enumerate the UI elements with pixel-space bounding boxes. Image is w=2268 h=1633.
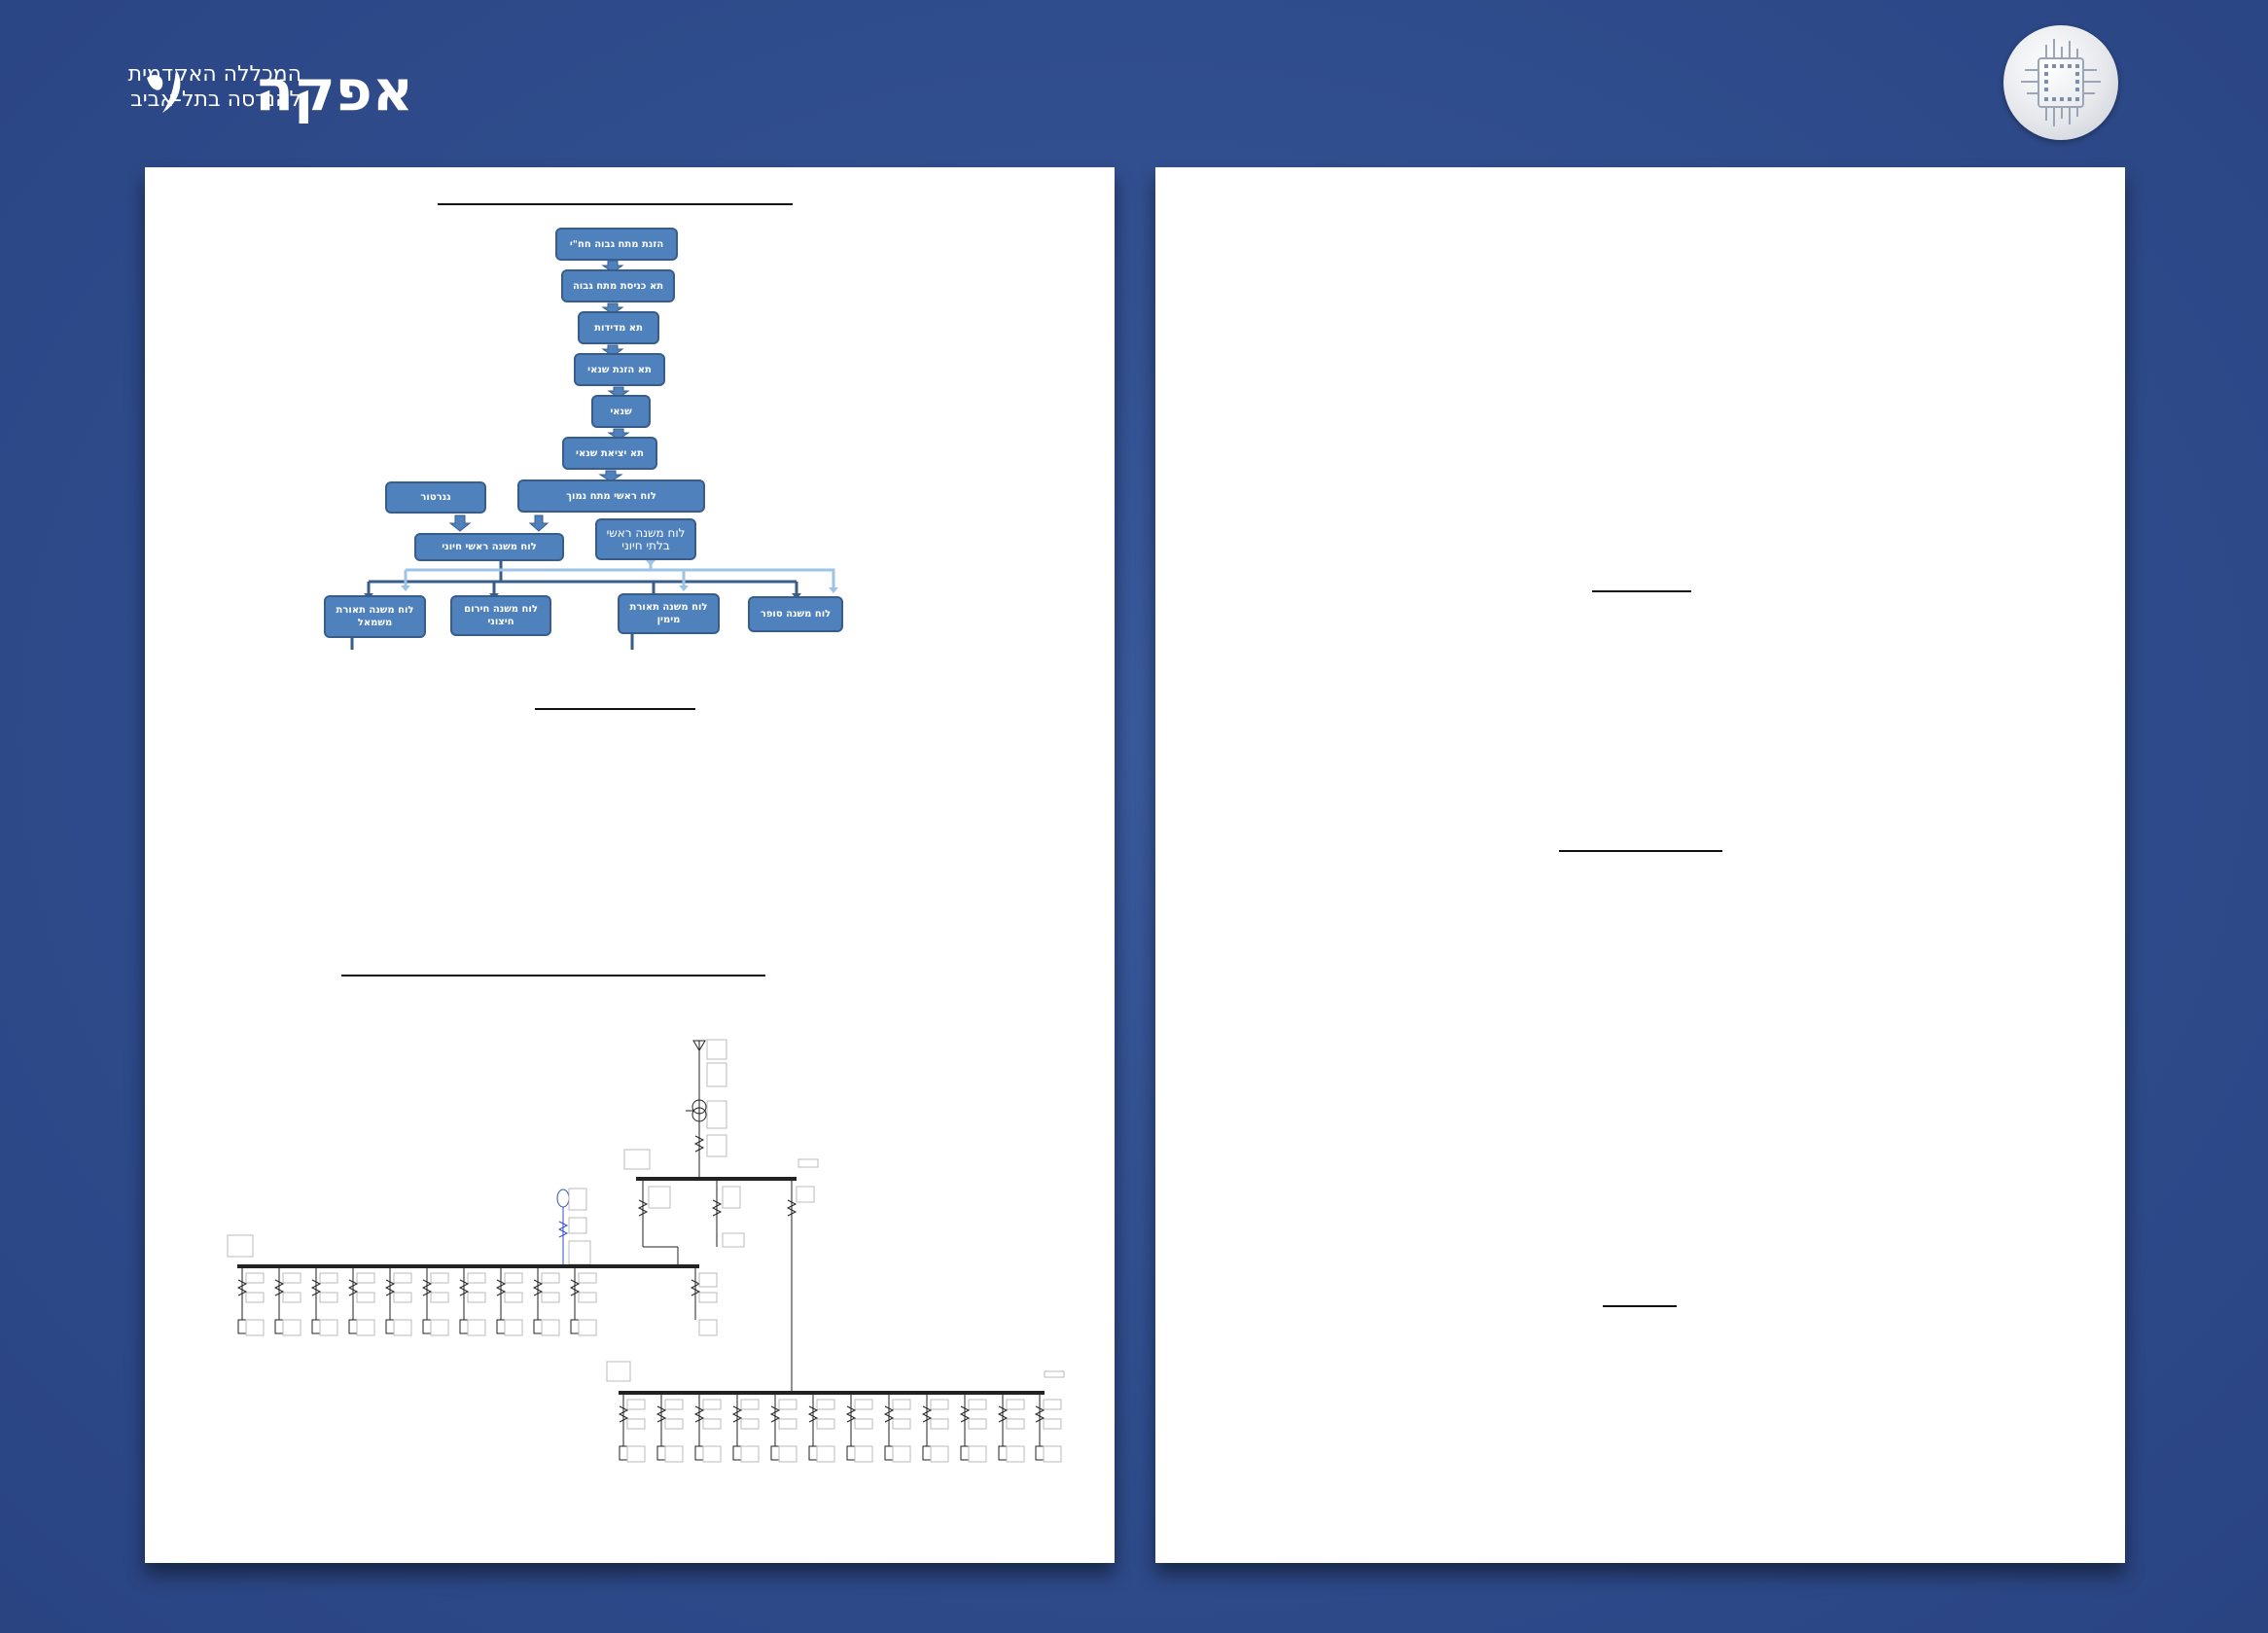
flow-node-hv-inlet: תא כניסת מתח גבוה [561,269,675,302]
flow-node-transformer-feed: תא הזנת שנאי [574,353,665,386]
heading-rule-2 [535,708,695,710]
afeka-leaf-icon [147,70,181,113]
document-page-right [1155,167,2125,1563]
heading-rule-5 [1559,850,1722,852]
flow-node-transformer-out: תא יציאת שנאי [562,437,657,470]
heading-rule-1 [438,203,793,205]
chip-badge [2003,25,2118,140]
afeka-logo: המכללה האקדמית להנדסה בתל-אביב אפקה [128,57,462,126]
flowchart-connectors [350,260,838,650]
flow-node-supermarket: לוח משנה סופר [748,596,843,632]
logo-wordmark: אפקה [255,57,413,124]
flow-node-transformer: שנאי [591,395,651,428]
flow-node-essential-main: לוח משנה ראשי חיוני [414,533,564,561]
flow-node-nonessential-main: לוח משנה ראשי בלתי חיוני [595,518,696,560]
flow-node-metering: תא מדידות [578,311,659,344]
document-page-left: הזנת מתח גבוה חח"י תא כניסת מתח גבוה תא … [145,167,1115,1563]
single-line-diagram [227,1039,1065,1463]
flow-node-emergency-outdoor: לוח משנה חירום חיצוני [450,595,551,636]
flow-node-lighting-right: לוח משנה תאורת מימין [618,593,720,634]
flow-node-lv-main: לוח ראשי מתח נמוך [517,479,705,513]
chip-icon [2021,39,2101,126]
heading-rule-6 [1603,1305,1677,1307]
flow-node-lighting-left: לוח משנה תאורת משמאל [324,595,426,638]
flow-node-generator: גנרטור [385,481,486,514]
flow-node-hv-feed: הזנת מתח גבוה חח"י [555,228,678,261]
logo-line-2: להנדסה בתל-אביב [129,88,301,112]
heading-rule-3 [341,975,765,976]
heading-rule-4 [1592,590,1691,592]
